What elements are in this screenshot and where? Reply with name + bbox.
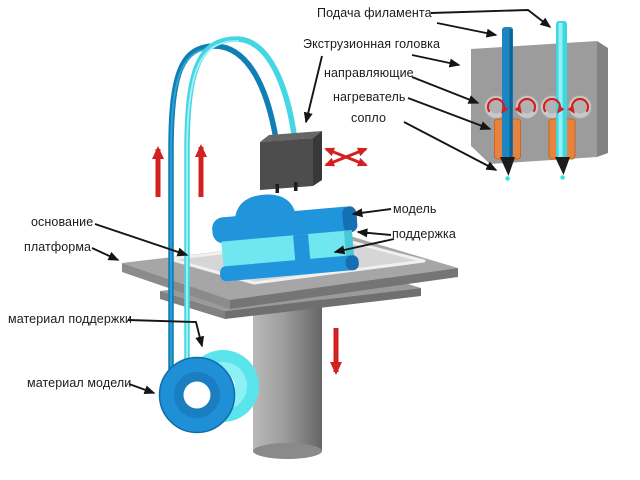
label-filament-feed: Подача филамента	[317, 6, 432, 20]
printed-model	[212, 194, 359, 282]
model-bottom-band-shade	[345, 255, 359, 271]
head-nozzle-pin	[275, 184, 279, 193]
nozzle-cone	[555, 157, 570, 175]
roller-rotation-arrow	[486, 98, 509, 114]
label-model: модель	[393, 202, 437, 216]
head-nozzle-pin	[294, 182, 298, 191]
roller-rotation-arrows	[486, 98, 590, 114]
detail-nozzles	[500, 157, 570, 181]
label-extrusion-head: Экструзионная головка	[303, 37, 441, 51]
support-column	[253, 292, 322, 459]
label-heater: нагреватель	[333, 90, 406, 104]
label-model-material: материал модели	[27, 376, 132, 390]
roller-rotation-arrow	[542, 98, 565, 114]
label-base: основание	[31, 215, 94, 229]
support-tube-highlight	[186, 40, 239, 359]
label-pointer-arrow	[333, 238, 395, 255]
model-bottom-band	[220, 255, 359, 282]
extruded-dot	[505, 176, 510, 181]
extrusion-head	[260, 131, 322, 193]
label-pointer-arrow	[356, 228, 392, 238]
filament-tubes	[168, 36, 297, 373]
detail-block-side	[597, 41, 608, 157]
xy-motion-arrows	[324, 147, 368, 167]
label-pointer-arrow	[411, 76, 480, 104]
label-pointer-arrow	[127, 319, 205, 348]
head-front-face	[260, 138, 313, 190]
label-support: поддержка	[392, 227, 456, 241]
detail-filaments	[502, 21, 567, 158]
head-top-face	[260, 131, 322, 142]
filament-spools	[158, 350, 259, 434]
roller-rotation-arrow	[567, 98, 590, 114]
support-band-divider	[293, 233, 311, 262]
label-pointer-arrow	[411, 54, 461, 68]
label-pointer-arrow	[94, 223, 189, 257]
label-arrows	[91, 9, 552, 395]
label-support-material: материал поддержки	[8, 312, 133, 326]
extruder-detail-view	[471, 21, 608, 181]
label-pointer-arrow	[128, 383, 156, 395]
label-pointer-arrow	[403, 121, 498, 171]
label-pointer-arrow	[303, 55, 323, 124]
label-pointer-arrow	[430, 9, 552, 28]
label-pointer-arrow	[407, 97, 492, 130]
model-material-spool	[158, 356, 236, 434]
head-right-face	[313, 131, 322, 186]
motion-arrows	[152, 144, 368, 375]
label-pointer-arrow	[436, 22, 498, 38]
label-pointer-arrow	[91, 247, 120, 261]
label-guides: направляющие	[324, 66, 414, 80]
support-filament-highlight	[558, 23, 563, 158]
model-tube-highlight	[170, 47, 215, 367]
roller-rotation-arrow	[514, 98, 537, 114]
label-pointer-arrow	[351, 208, 392, 218]
label-platform: платформа	[24, 240, 92, 254]
nozzle-cone	[500, 157, 515, 176]
extruded-dot	[560, 175, 565, 180]
model-filament-shade	[509, 29, 513, 158]
label-nozzle: сопло	[351, 111, 386, 125]
